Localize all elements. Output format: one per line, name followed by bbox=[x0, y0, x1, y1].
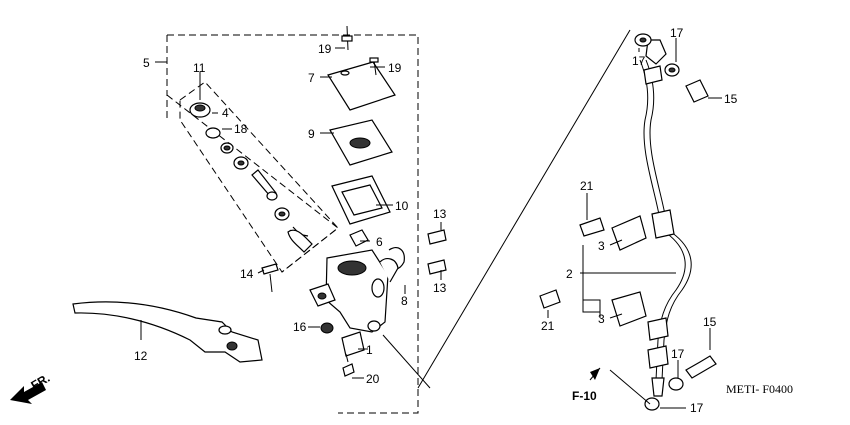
callout-3b: 3 bbox=[598, 312, 605, 326]
callout-2: 2 bbox=[566, 267, 573, 281]
brake-hose bbox=[539, 33, 717, 411]
piston-kit-boundary bbox=[179, 81, 339, 273]
f10-reference bbox=[590, 368, 600, 380]
hose-grommet-upper bbox=[651, 209, 675, 239]
callout-labels: 1 2 3 3 4 5 6 7 8 9 10 11 12 13 13 14 15… bbox=[134, 26, 738, 415]
callout-3a: 3 bbox=[598, 239, 605, 253]
callout-17b: 17 bbox=[670, 26, 684, 40]
hose-grommet-lower bbox=[647, 317, 669, 341]
callout-12: 12 bbox=[134, 349, 148, 363]
callout-17d: 17 bbox=[690, 401, 704, 415]
callout-17a: 17 bbox=[632, 54, 646, 68]
callout-21a: 21 bbox=[580, 179, 594, 193]
f10-label: F-10 bbox=[572, 389, 597, 403]
screw-19b bbox=[369, 57, 379, 63]
bolt-13a bbox=[427, 229, 447, 245]
screw-20 bbox=[342, 363, 355, 377]
callout-20: 20 bbox=[366, 372, 380, 386]
connector-lines bbox=[382, 29, 651, 405]
callout-10: 10 bbox=[395, 199, 409, 213]
callout-18: 18 bbox=[234, 122, 248, 136]
reservoir-cap-parts bbox=[327, 25, 396, 225]
callout-1: 1 bbox=[366, 343, 373, 357]
callout-15b: 15 bbox=[703, 315, 717, 329]
switch-part bbox=[341, 331, 365, 357]
clamp-3a bbox=[611, 215, 647, 251]
spring-part bbox=[287, 229, 313, 253]
screw-19a bbox=[341, 35, 353, 42]
callout-19b: 19 bbox=[388, 61, 402, 75]
callout-16: 16 bbox=[293, 320, 307, 334]
bolt-14 bbox=[261, 263, 279, 275]
callout-4: 4 bbox=[222, 106, 229, 120]
callout-14: 14 bbox=[240, 267, 254, 281]
clip-part bbox=[349, 229, 369, 247]
bolt-21a bbox=[579, 217, 605, 237]
bolt-13b bbox=[427, 259, 447, 275]
callout-13a: 13 bbox=[433, 207, 447, 221]
fr-arrow-icon bbox=[10, 382, 46, 404]
piston-kit-parts bbox=[189, 102, 313, 253]
f10-arrow-icon bbox=[590, 368, 600, 380]
callout-6: 6 bbox=[376, 235, 383, 249]
hose-fitting-top bbox=[645, 39, 667, 65]
diagram-code: METI- F0400 bbox=[726, 382, 793, 396]
callout-17c: 17 bbox=[671, 347, 685, 361]
washer-17c bbox=[668, 377, 684, 391]
leader-lines bbox=[140, 38, 722, 409]
circlip-part bbox=[205, 127, 221, 139]
callout-19a: 19 bbox=[318, 42, 332, 56]
callout-7: 7 bbox=[308, 71, 315, 85]
brake-lever bbox=[72, 301, 263, 363]
washer-17d bbox=[644, 397, 660, 411]
clamp-3b bbox=[611, 291, 647, 327]
front-direction-arrow bbox=[10, 382, 46, 404]
callout-9: 9 bbox=[308, 127, 315, 141]
callout-11: 11 bbox=[193, 61, 206, 75]
hose-fitting-bottom bbox=[651, 377, 665, 397]
callout-5: 5 bbox=[143, 56, 150, 70]
callout-8: 8 bbox=[401, 294, 408, 308]
nut-16 bbox=[320, 322, 334, 334]
bolt-21b bbox=[539, 289, 561, 309]
callout-13b: 13 bbox=[433, 281, 447, 295]
cap-part bbox=[327, 61, 396, 111]
bolt-15b bbox=[685, 355, 717, 379]
master-cylinder-body bbox=[261, 229, 447, 377]
callout-15a: 15 bbox=[724, 92, 738, 106]
bolt-15a bbox=[685, 79, 709, 103]
callout-21b: 21 bbox=[541, 319, 555, 333]
